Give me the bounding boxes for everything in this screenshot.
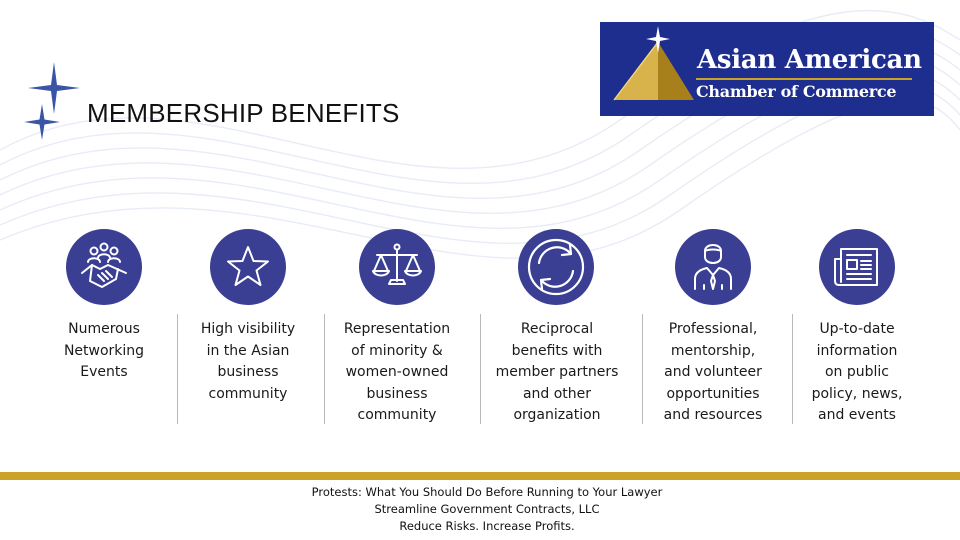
sparkle-icon (28, 62, 80, 114)
benefit-line: policy, news, (811, 385, 903, 402)
column-divider (177, 314, 178, 424)
benefit-line: and resources (663, 407, 763, 423)
benefit-line: mentorship, (670, 342, 756, 359)
benefit-line: opportunities (666, 385, 760, 402)
logo: Asian American Chamber of Commerce (600, 22, 934, 116)
logo-subtitle: Chamber of Commerce (696, 82, 897, 101)
footer-line: Streamline Government Contracts, LLC (374, 502, 600, 516)
benefit-line: Professional, (668, 321, 758, 337)
gold-bar (0, 472, 960, 480)
benefit-line: business (217, 364, 279, 380)
star-icon (210, 229, 286, 305)
sparkle-icon (24, 104, 60, 140)
column-divider (480, 314, 481, 424)
footer-line: Protests: What You Should Do Before Runn… (311, 485, 663, 499)
benefit-text: Reciprocal benefits with member partners… (482, 319, 632, 427)
professional-person-icon (675, 229, 751, 305)
pyramid-logo-icon (613, 26, 694, 101)
slide-title: MEMBERSHIP BENEFITS (87, 98, 400, 128)
benefit-line: community (208, 385, 288, 402)
benefit-text: Representation of minority & women-owned… (322, 319, 472, 427)
footer-line: Reduce Risks. Increase Profits. (399, 519, 575, 533)
benefit-text: Professional, mentorship, and volunteer … (638, 319, 788, 427)
reciprocal-arrows-icon (518, 229, 594, 305)
column-divider (792, 314, 793, 424)
benefit-line: Events (80, 364, 128, 380)
benefit-line: Representation (343, 321, 451, 337)
benefit-line: in the Asian (206, 342, 290, 359)
newspaper-icon (819, 229, 895, 305)
benefit-text: Up-to-date information on public policy,… (782, 319, 932, 427)
benefit-line: of minority & (351, 342, 443, 359)
benefit-line: organization (513, 407, 601, 423)
benefit-line: women-owned (345, 364, 449, 380)
footer: Protests: What You Should Do Before Runn… (260, 484, 714, 535)
logo-title: Asian American (697, 45, 922, 75)
benefit-text: High visibility in the Asian business co… (173, 319, 323, 405)
benefit-line: Numerous (68, 321, 140, 337)
benefit-text: Numerous Networking Events (29, 319, 179, 384)
benefit-line: Up-to-date (819, 321, 895, 337)
column-divider (642, 314, 643, 424)
benefit-line: community (357, 407, 437, 423)
benefit-line: and other (522, 385, 592, 402)
benefit-line: information (816, 342, 898, 359)
benefit-line: Networking (63, 342, 145, 359)
benefit-line: and events (818, 407, 896, 423)
logo-rule (696, 78, 912, 80)
column-divider (324, 314, 325, 424)
benefit-line: on public (824, 364, 889, 380)
benefit-line: and volunteer (664, 364, 762, 380)
scales-icon (359, 229, 435, 305)
benefit-line: member partners (495, 364, 619, 380)
benefit-line: High visibility (200, 321, 296, 337)
benefit-line: business (366, 385, 428, 402)
benefit-line: benefits with (511, 342, 603, 359)
handshake-network-icon (66, 229, 142, 305)
benefit-line: Reciprocal (520, 321, 594, 337)
